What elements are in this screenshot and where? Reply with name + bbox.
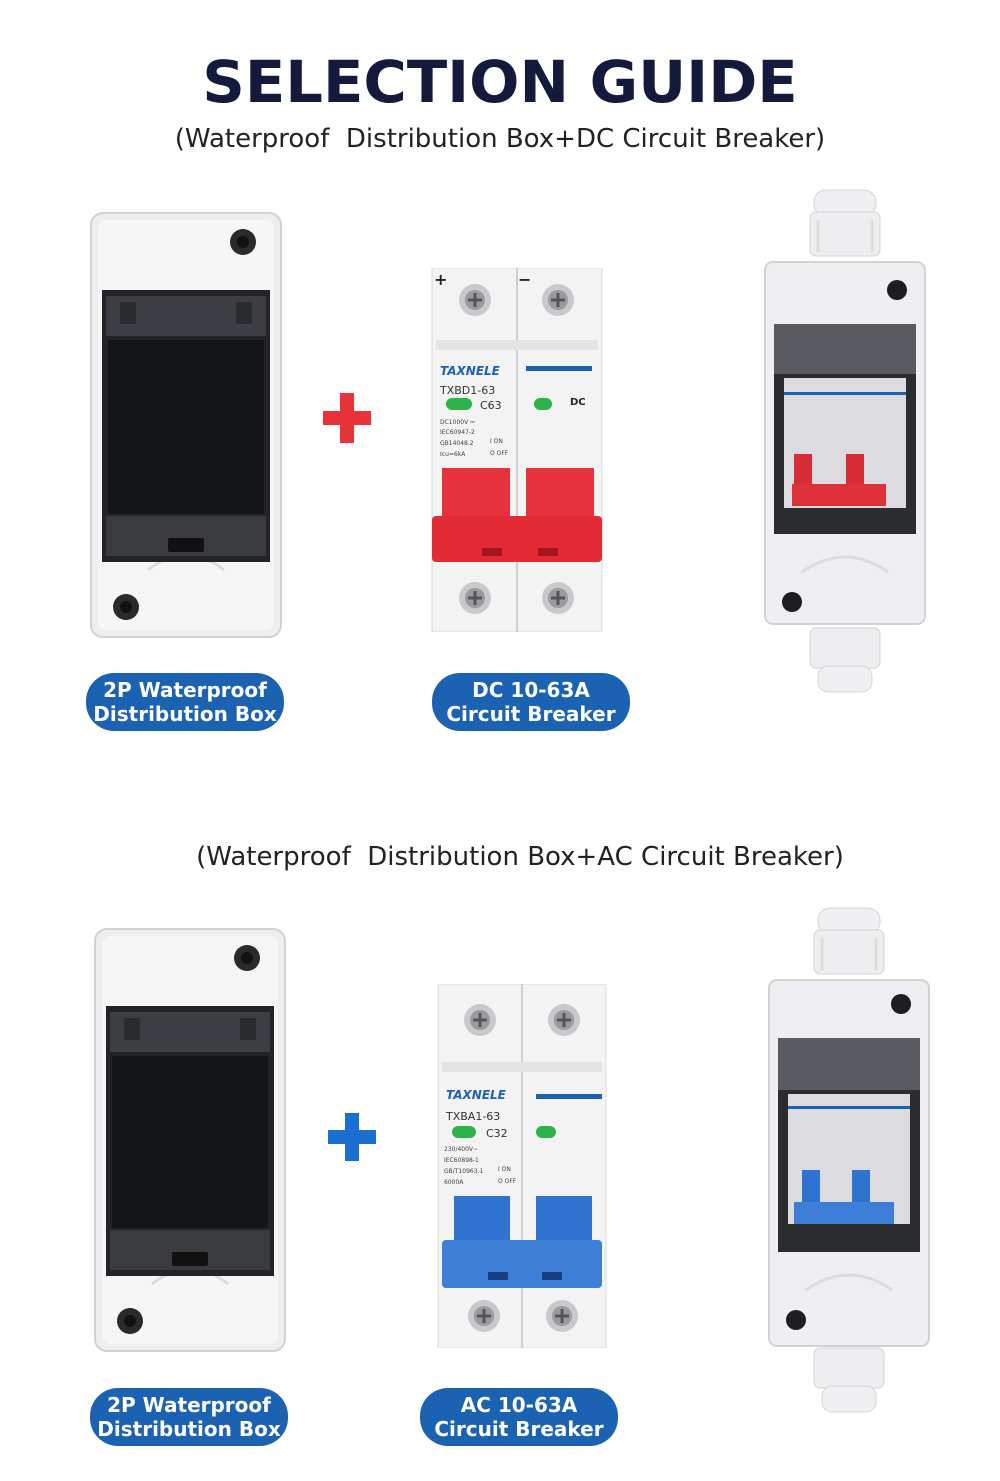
breaker-spec-1: 230/400V~ [444, 1146, 479, 1153]
breaker-off-label: O OFF [498, 1178, 517, 1185]
pill-line-2: Circuit Breaker [434, 1417, 604, 1441]
ac-box-label-pill: 2P Waterproof Distribution Box [90, 1388, 288, 1446]
assembled-ac-box-image [768, 907, 930, 1413]
breaker-spec-3: GB14048.2 [440, 440, 474, 447]
breaker-spec-1: DC1000V ⎓ [440, 419, 475, 426]
plus-icon [328, 1113, 376, 1161]
plus-icon [323, 393, 371, 443]
breaker-spec-2: IEC60898-1 [444, 1157, 479, 1164]
breaker-rating: C32 [486, 1127, 508, 1140]
pill-line-1: AC 10-63A [460, 1393, 578, 1417]
breaker-spec-3: GB/T10963.1 [444, 1168, 484, 1175]
ac-breaker-image: TAXNELE TXBA1-63 C32 230/400V~ IEC60898-… [436, 984, 608, 1348]
breaker-rating: C63 [480, 399, 502, 412]
positive-terminal-label: + [434, 270, 448, 289]
pill-line-2: Circuit Breaker [446, 702, 616, 726]
breaker-spec-4: 6000A [444, 1179, 464, 1186]
dc-breaker-label-pill: DC 10-63A Circuit Breaker [432, 673, 630, 731]
breaker-model: TXBA1-63 [446, 1110, 501, 1123]
breaker-brand: TAXNELE [446, 1088, 506, 1102]
pill-line-1: DC 10-63A [472, 678, 590, 702]
breaker-on-label: I ON [498, 1166, 511, 1173]
breaker-spec-4: Icu=6kA [440, 451, 466, 458]
distribution-box-image [94, 928, 286, 1352]
assembled-dc-box-image [764, 189, 926, 693]
pill-line-1: 2P Waterproof [107, 1393, 271, 1417]
dc-breaker-image: + − TAXNELE TXBD1-63 C63 DC1000V ⎓ IEC60… [430, 268, 604, 632]
ac-breaker-label-pill: AC 10-63A Circuit Breaker [420, 1388, 618, 1446]
breaker-brand: TAXNELE [440, 364, 500, 378]
pill-line-1: 2P Waterproof [103, 678, 267, 702]
breaker-type-label: DC [570, 397, 586, 408]
negative-terminal-label: − [518, 270, 532, 289]
page-title: SELECTION GUIDE [202, 48, 798, 116]
pill-line-2: Distribution Box [97, 1417, 281, 1441]
breaker-spec-2: IEC60947-2 [440, 429, 475, 436]
breaker-model: TXBD1-63 [440, 384, 496, 397]
section-subtitle-dc: (Waterproof Distribution Box+DC Circuit … [174, 124, 826, 154]
pill-line-2: Distribution Box [93, 702, 277, 726]
section-subtitle-ac: (Waterproof Distribution Box+AC Circuit … [196, 842, 844, 872]
breaker-on-label: I ON [490, 438, 503, 445]
distribution-box-image [90, 212, 282, 638]
dc-box-label-pill: 2P Waterproof Distribution Box [86, 673, 284, 731]
breaker-off-label: O OFF [490, 450, 509, 457]
